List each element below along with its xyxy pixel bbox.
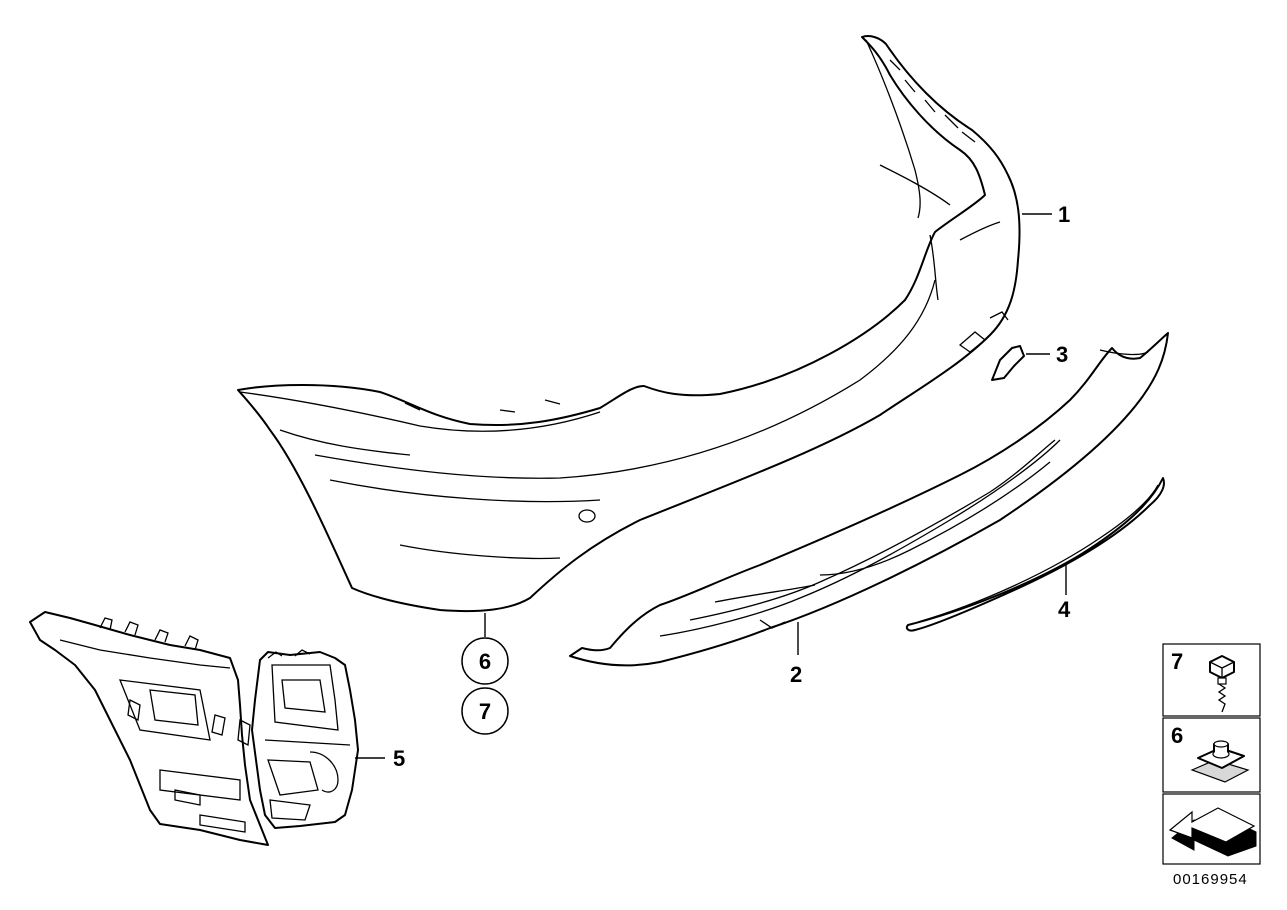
legend-box-7 xyxy=(1162,643,1261,717)
callout-2: 2 xyxy=(790,662,802,687)
rear-bumper-panel[interactable] xyxy=(237,34,1021,613)
circled-callout-6: 6 xyxy=(461,637,509,685)
callout-3: 3 xyxy=(1056,342,1068,367)
document-number: 00169954 xyxy=(1173,871,1248,888)
legend-panel: 7 6 xyxy=(1162,643,1261,865)
trim-strip[interactable] xyxy=(905,477,1165,632)
bumper-bracket-right[interactable] xyxy=(251,649,359,829)
callout-7: 7 xyxy=(479,699,491,724)
circled-callout-7: 7 xyxy=(461,687,509,735)
direction-arrow-icon xyxy=(1168,807,1257,857)
callout-1: 1 xyxy=(1058,202,1070,227)
callout-5: 5 xyxy=(393,746,405,771)
legend-label-6: 6 xyxy=(1171,723,1183,748)
clip-nut-icon xyxy=(1190,740,1250,783)
callout-4: 4 xyxy=(1058,597,1071,622)
callout-6: 6 xyxy=(479,649,491,674)
bumper-bracket-left[interactable] xyxy=(29,611,269,846)
bumper-clip[interactable] xyxy=(991,345,1025,381)
legend-label-7: 7 xyxy=(1171,649,1183,674)
rear-diffuser[interactable] xyxy=(569,332,1169,667)
screw-icon xyxy=(1209,655,1235,713)
